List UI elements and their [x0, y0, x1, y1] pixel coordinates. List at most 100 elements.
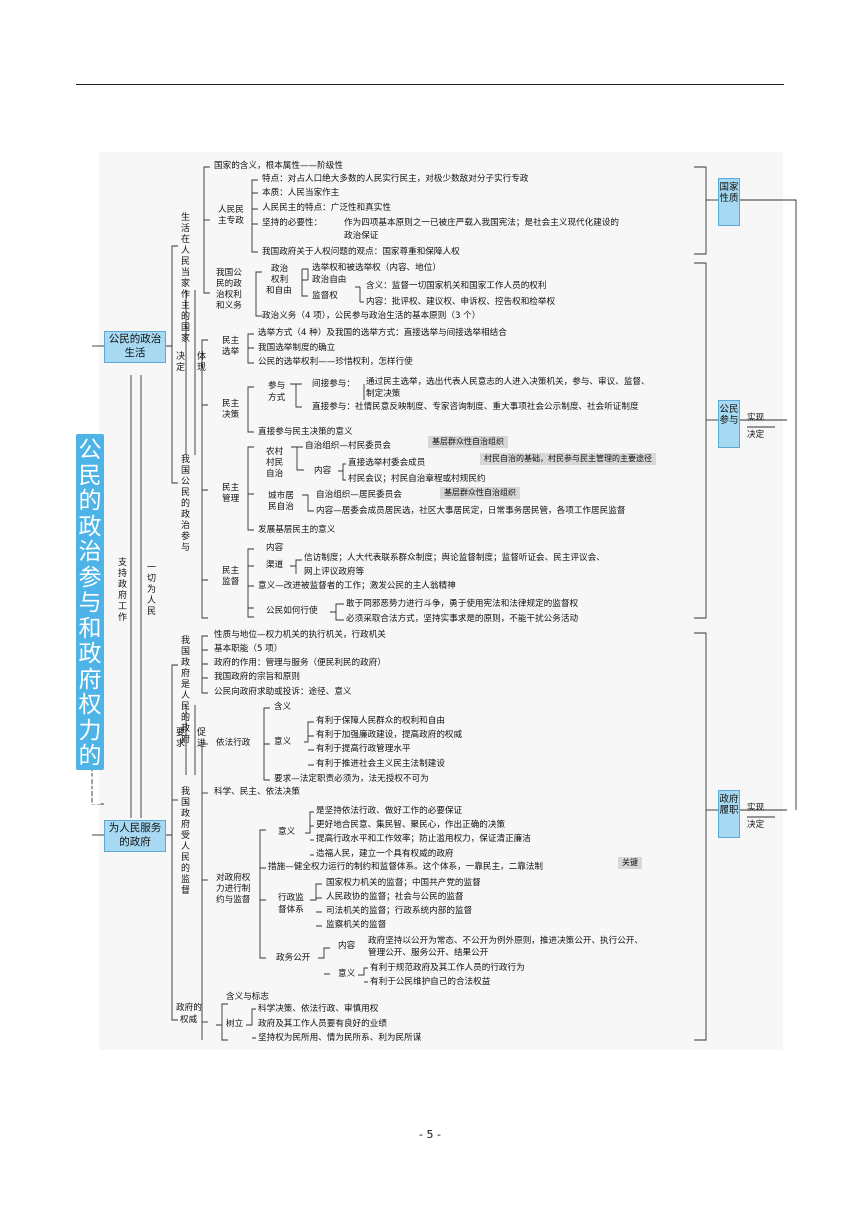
node: 网上评议政府等 [304, 567, 365, 577]
tag-grassroots-2: 基层群众性自治组织 [440, 487, 520, 499]
node: 内容 [338, 941, 356, 951]
node: 基本职能（5 项） [214, 644, 283, 654]
realize-label-1: 实现 [747, 413, 765, 423]
node: 含义：监督一切国家机关和国家工作人员的权利 [366, 281, 547, 291]
node: 是坚持依法行政、做好工作的必要保证 [316, 806, 463, 816]
node: 民主 [222, 336, 240, 346]
node: 人民政协的监督；社会与公民的监督 [326, 892, 464, 902]
node: 政府的作用：管理与服务（便民利民的政府） [214, 658, 386, 668]
node: 科学决策、依法行政、审慎用权 [258, 1004, 379, 1014]
node: 人民民 [218, 205, 244, 215]
node: 我国政府的宗旨和原则 [214, 672, 300, 682]
node: 民的政 [216, 279, 242, 289]
node: 监察机关的监督 [326, 920, 387, 930]
node: 行政监 [278, 893, 304, 903]
node: 公民如何行使 [266, 606, 318, 616]
cat-power-b: 权威 [180, 1015, 198, 1025]
decide-label-2: 决定 [747, 820, 765, 830]
node: 意义 [278, 827, 296, 837]
node: 约与监督 [216, 895, 251, 905]
node: 直接参与：社情民意反映制度、专家咨询制度、重大事项社会公示制度、社会听证制度 [312, 402, 639, 412]
node: 内容 [314, 466, 332, 476]
node: 措施—健全权力运行的制约和监督体系。这个体系，一靠民主，二靠法制 [268, 862, 544, 872]
header-rule [76, 84, 784, 85]
node: 间接参与： [312, 379, 355, 389]
node: 选举 [222, 347, 240, 357]
node: 村民会议；村民自治章程或村规民约 [348, 474, 486, 484]
node: 造福人民，建立一个具有权威的政府 [316, 849, 454, 859]
node: 有利于加强廉政建设，提高政府的权威 [316, 730, 463, 740]
node: 方式 [268, 393, 286, 403]
require-label: 要求 [175, 728, 185, 749]
node: 我国公 [216, 268, 242, 278]
node: 对政府权 [216, 873, 251, 883]
node: 信访制度；人大代表联系群众制度；舆论监督制度；监督听证会、民主评议会、 [304, 553, 605, 563]
node: 特点：对占人口绝大多数的人民实行民主，对极少数敌对分子实行专政 [262, 174, 529, 184]
node: 有利于保障人民群众的权利和自由 [316, 716, 445, 726]
all-people-label: 一切为人民 [146, 563, 156, 617]
node: 治权利 [216, 290, 242, 300]
node: 直接选举村委会成员 [348, 458, 426, 468]
node: 有利于规范政府及其工作人员的行政行为 [370, 963, 525, 973]
embody-label: 体现 [196, 352, 206, 373]
node: 民主 [222, 483, 240, 493]
realize-label-2: 实现 [747, 803, 765, 813]
node: 监督 [222, 577, 240, 587]
node: 城市居 [268, 491, 294, 501]
cat-master: 生活在人民当家作主的国家 [180, 213, 190, 344]
node: 政治自由 [312, 275, 347, 285]
node: 监督权 [312, 291, 338, 301]
node: 提高行政水平和工作效率；防止滥用权力，保证清正廉洁 [316, 834, 531, 844]
node: 树立 [226, 1019, 244, 1029]
node: 坚持的必要性： [262, 218, 323, 228]
decide-label-1: 决定 [747, 430, 765, 440]
cat-gov-supervised: 我国政府受人民的监督 [180, 787, 190, 896]
diagram-panel [99, 152, 783, 1050]
node: 制定决策 [366, 389, 401, 399]
node: 直接参与民主决策的意义 [258, 427, 353, 437]
node: 科学、民主、依法决策 [214, 787, 300, 797]
civic-life-box: 公民的政治生活 [104, 331, 166, 363]
tag-grassroots-1: 基层群众性自治组织 [428, 436, 508, 448]
node: 有利于提高行政管理水平 [316, 744, 411, 754]
node: 政务公开 [276, 953, 311, 963]
node: 作为四项基本原则之一已被庄严载入我国宪法；是社会主义现代化建设的 [344, 218, 620, 228]
node: 政府及其工作人员要有良好的业绩 [258, 1019, 387, 1029]
node: 要求—法定职责必须为，法无授权不可为 [274, 774, 429, 784]
node: 有利于公民维护自己的合法权益 [370, 977, 491, 987]
main-title: 公民的政治参与和政府权力的运行 [76, 434, 104, 820]
node: 本质：人民当家作主 [262, 188, 340, 198]
node: 公民的选举权利——珍惜权利，怎样行使 [258, 357, 413, 367]
node: 国家权力机关的监督；中国共产党的监督 [326, 878, 481, 888]
node: 内容—居委会成员居民选，社区大事居民定，日常事务居民管，各项工作居民监督 [316, 506, 626, 516]
support-label: 支持政府工作 [117, 558, 127, 623]
node: 政府坚持以公开为常态、不公开为例外原则，推进决策公开、执行公开、 [368, 936, 644, 946]
node: 意义 [338, 969, 356, 979]
node: 政治保证 [344, 231, 379, 241]
node: 渠道 [266, 560, 284, 570]
node: 和自由 [266, 286, 292, 296]
node: 民主 [222, 399, 240, 409]
node: 司法机关的监督；行政系统内部的监督 [326, 906, 473, 916]
page-number: - 5 - [419, 1128, 441, 1141]
node: 发展基层民主的意义 [258, 525, 336, 535]
node: 更好地合民意、集民智、聚民心，作出正确的决策 [316, 820, 506, 830]
node: 必须采取合法方式，坚持实事求是的原则，不能干扰公务活动 [346, 614, 579, 624]
node: 选举权和被选举权（内容、地位） [312, 263, 441, 273]
node: 管理公开、服务公开、结果公开 [368, 948, 489, 958]
node: 含义 [274, 702, 292, 712]
node: 意义—改进被监督者的工作；激发公民的主人翁精神 [258, 581, 456, 591]
node: 督体系 [278, 905, 304, 915]
node: 我国政府关于人权问题的观点：国家尊重和保障人权 [262, 247, 460, 257]
node: 力进行制 [216, 884, 251, 894]
node: 敢于同邪恶势力进行斗争，勇于使用宪法和法律规定的监督权 [346, 599, 579, 609]
gov-duty-box: 政府履职 [718, 790, 740, 838]
node: 参与 [268, 381, 286, 391]
node: 决策 [222, 410, 240, 420]
nature-box: 国家性质 [718, 178, 740, 226]
gov-serve-box: 为人民服务的政府 [104, 820, 166, 852]
node: 自治组织—村民委员会 [305, 441, 391, 451]
node: 自治 [266, 469, 284, 479]
node: 人民民主的特点：广泛性和真实性 [262, 203, 391, 213]
